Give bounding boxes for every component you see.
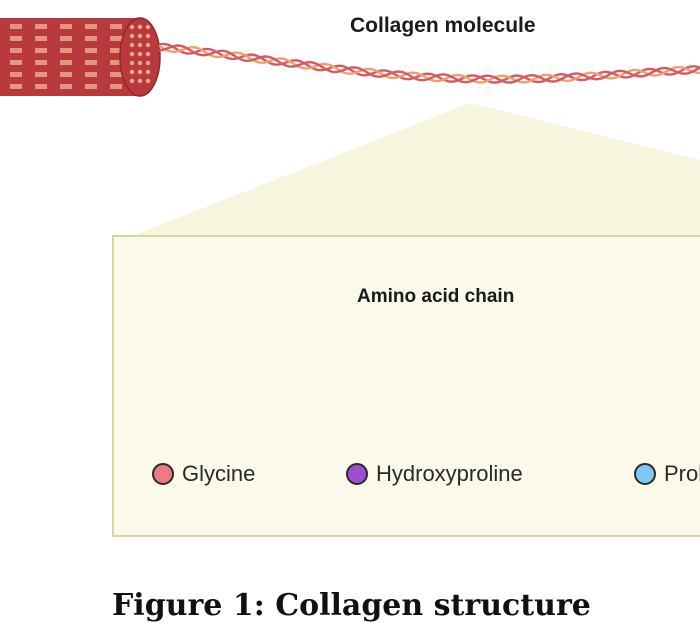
fibril-stripe (85, 24, 97, 29)
helix-strand (158, 42, 700, 84)
fibril-stripe (10, 84, 22, 89)
fibril-stripe (85, 60, 97, 65)
fibril-stripe (85, 36, 97, 41)
fibril-fiber-end (129, 51, 135, 57)
fibril-stripe (35, 72, 47, 77)
fibril-stripe (110, 24, 122, 29)
fibril-fiber-end (137, 51, 143, 57)
amino-acid-panel (112, 235, 700, 537)
helix-strand (158, 44, 700, 84)
fibril-stripe (10, 60, 22, 65)
fibril-fiber-end (145, 78, 151, 84)
fibril-stripe (85, 84, 97, 89)
helix-strand (158, 45, 700, 84)
glycine-dot-icon (152, 463, 174, 485)
fibril-stripe (35, 48, 47, 53)
legend-glycine-label: Glycine (182, 461, 256, 486)
fibril-stripe (35, 24, 47, 29)
fibril-stripe (110, 36, 122, 41)
figure-caption: Figure 1: Collagen structure (112, 588, 591, 623)
hydroxyproline-dot-icon (346, 463, 368, 485)
fibril-stripe (35, 60, 47, 65)
fibril-stripe (10, 24, 22, 29)
fibril-fiber-end (129, 24, 135, 30)
fibril-fiber-end (137, 60, 143, 66)
amino-acid-chain-title: Amino acid chain (357, 286, 515, 307)
fibril-stripe (35, 84, 47, 89)
zoom-cone (132, 103, 700, 236)
fibril-fiber-end (137, 69, 143, 75)
legend-proline-label: Proline (664, 461, 700, 486)
collagen-molecule-label: Collagen molecule (350, 14, 536, 37)
fibril-fiber-end (137, 78, 143, 84)
legend-glycine: Glycine (152, 461, 255, 487)
fibril-stripe (60, 84, 72, 89)
fibril-stripe (35, 36, 47, 41)
fibril-fiber-end (137, 33, 143, 39)
fibril-fiber-end (145, 33, 151, 39)
collagen-triple-helix (158, 42, 700, 84)
proline-dot-icon (634, 463, 656, 485)
collagen-fibril (0, 17, 161, 97)
fibril-fiber-end (129, 42, 135, 48)
collagen-diagram: Collagen molecule Amino acid chain Glyci… (0, 14, 700, 623)
fibril-fiber-end (145, 69, 151, 75)
fibril-fiber-end (129, 78, 135, 84)
fibril-stripe (60, 48, 72, 53)
fibril-stripe (85, 72, 97, 77)
fibril-fiber-end (129, 69, 135, 75)
fibril-stripe (10, 72, 22, 77)
fibril-fiber-end (137, 24, 143, 30)
fibril-stripe (10, 36, 22, 41)
fibril-stripe (60, 24, 72, 29)
legend-hydroxyproline: Hydroxyproline (346, 461, 523, 487)
legend-proline: Proline (634, 461, 700, 487)
legend-hydroxyproline-label: Hydroxyproline (376, 461, 523, 486)
fibril-stripe (110, 60, 122, 65)
fibril-fiber-end (145, 60, 151, 66)
fibril-stripe (110, 48, 122, 53)
fibril-stripe (10, 48, 22, 53)
fibril-fiber-end (145, 42, 151, 48)
fibril-stripe (60, 60, 72, 65)
fibril-stripe (60, 72, 72, 77)
fibril-stripe (110, 72, 122, 77)
fibril-stripe (110, 84, 122, 89)
fibril-fiber-end (145, 24, 151, 30)
fibril-stripe (85, 48, 97, 53)
fibril-fiber-end (129, 33, 135, 39)
fibril-fiber-end (129, 60, 135, 66)
fibril-fiber-end (137, 42, 143, 48)
fibril-stripe (60, 36, 72, 41)
fibril-fiber-end (145, 51, 151, 57)
